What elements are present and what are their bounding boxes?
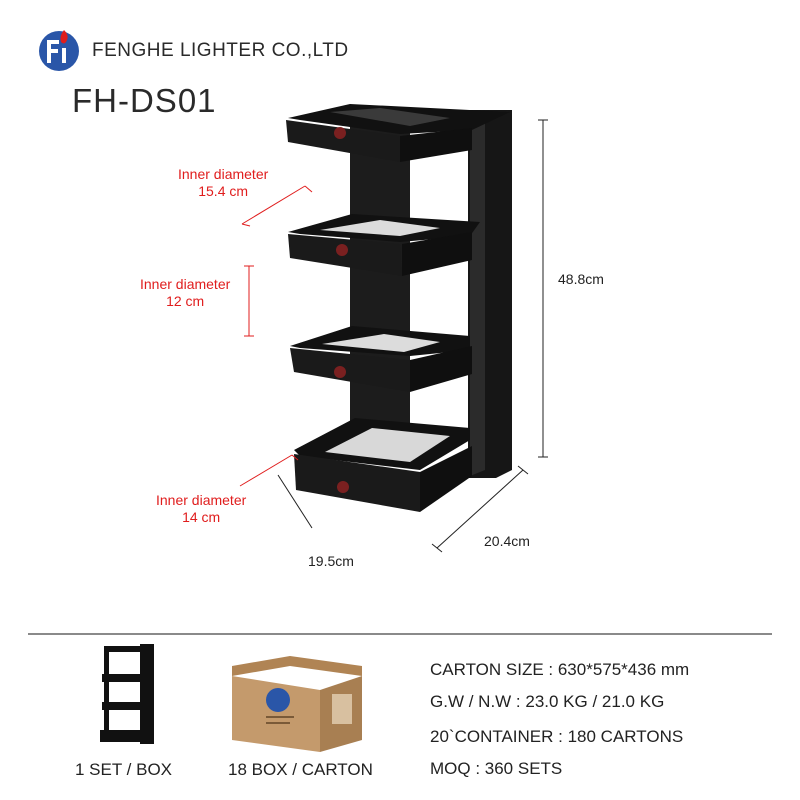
display-stand-image <box>286 104 512 512</box>
carton-box-image <box>232 656 362 752</box>
weight-spec: G.W / N.W : 23.0 KG / 21.0 KG <box>430 692 665 711</box>
fenghe-logo-icon <box>39 30 79 71</box>
carton-size-spec: CARTON SIZE : 630*575*436 mm <box>430 660 690 679</box>
depth-dimension: 20.4cm <box>484 533 530 549</box>
moq-spec: MOQ : 360 SETS <box>430 759 563 778</box>
inner-diameter-mid-value: 12 cm <box>166 293 205 309</box>
outer-dimension-lines <box>277 119 548 553</box>
inner-diameter-mid: Inner diameter 12 cm <box>140 276 230 310</box>
model-number: FH-DS01 <box>72 82 217 119</box>
inner-diameter-bottom: Inner diameter 14 cm <box>156 492 246 526</box>
inner-diameter-top-label: Inner diameter <box>178 166 269 182</box>
box-per-carton-caption: 18 BOX / CARTON <box>228 760 373 779</box>
inner-diameter-mid-label: Inner diameter <box>140 276 231 292</box>
container-spec: 20`CONTAINER : 180 CARTONS <box>430 727 684 746</box>
company-name: FENGHE LIGHTER CO.,LTD <box>92 40 349 61</box>
stand-thumbnail-image <box>100 644 154 744</box>
height-dimension: 48.8cm <box>558 271 604 287</box>
dimension-lines <box>239 185 313 487</box>
inner-diameter-top: Inner diameter 15.4 cm <box>178 166 268 200</box>
set-per-box-caption: 1 SET / BOX <box>75 760 173 779</box>
inner-diameter-bottom-label: Inner diameter <box>156 492 247 508</box>
inner-diameter-top-value: 15.4 cm <box>198 183 249 199</box>
width-dimension: 19.5cm <box>308 553 354 569</box>
inner-diameter-bottom-value: 14 cm <box>182 509 221 525</box>
